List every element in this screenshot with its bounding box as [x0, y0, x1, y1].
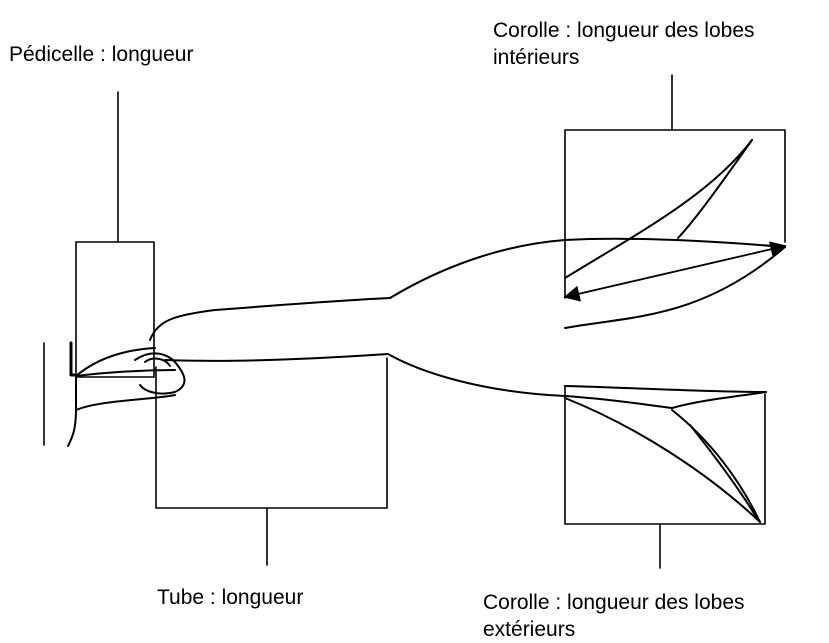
corolla-tube-drawing: [149, 239, 673, 409]
outer-lobes-length-label: Corolle : longueur des lobes extérieurs: [483, 589, 745, 643]
tube-length-text: Tube : longueur: [157, 586, 304, 609]
pedicel-measure-box: [75, 241, 155, 378]
inner-lobe-length-arrow: [563, 241, 787, 302]
inner-lobes-label-line1: Corolle : longueur des lobes: [493, 19, 755, 42]
pedicel-length-text: Pédicelle : longueur: [9, 43, 194, 66]
measurement-brackets: [75, 74, 786, 569]
outer-lobes-label-line2: extérieurs: [483, 618, 576, 641]
tube-length-label: Tube : longueur: [157, 584, 303, 611]
inner-lobes-length-label: Corolle : longueur des lobes intérieurs: [493, 17, 755, 71]
pedicel-drawing: [75, 347, 186, 395]
outer-lobes-label-line1: Corolle : longueur des lobes: [483, 591, 745, 614]
pedicel-length-label: Pédicelle : longueur: [9, 41, 193, 68]
inner-lobes-measure-box: [564, 129, 786, 299]
outer-lobes-measure-box: [564, 385, 766, 525]
inner-lobes-label-line2: intérieurs: [493, 46, 580, 69]
tube-measure-box: [155, 357, 388, 509]
stem-drawing: [43, 341, 176, 447]
outer-lobe-drawing: [564, 385, 767, 523]
inner-lobe-drawing: [564, 139, 786, 329]
